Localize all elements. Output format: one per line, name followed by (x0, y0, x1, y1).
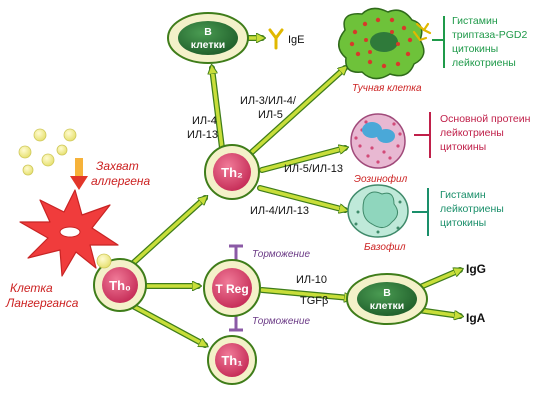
allergen-particle (22, 164, 34, 176)
arrow-bcells-to-igg (415, 267, 460, 291)
ige-antibody-icon (268, 28, 284, 50)
allergen-particle (63, 128, 77, 142)
arrows (128, 38, 460, 348)
treg-node: T Reg (203, 259, 261, 317)
allergen-particles (18, 128, 77, 176)
eosinophil-cell (350, 113, 406, 169)
arrow-bcells-to-iga (415, 307, 460, 316)
capture-arrow (70, 158, 88, 190)
il4-il13-label: ИЛ-4/ИЛ-13 (250, 205, 309, 217)
il3-il4-il5-label: ИЛ-3/ИЛ-4/ИЛ-5 (240, 95, 297, 121)
iga-label: IgA (466, 311, 486, 325)
th2-label: Th₂ (221, 165, 243, 180)
allergen-particle (41, 153, 55, 167)
th2-node: Th₂ (204, 144, 260, 200)
basophil-cell (347, 184, 409, 238)
il10-label: ИЛ-10 (296, 274, 327, 286)
allergen-particle (56, 144, 68, 156)
eosinophil-label: Эозинофил (354, 173, 408, 185)
th0-label: Th₀ (109, 278, 131, 293)
mast-cell-granules (349, 17, 413, 69)
mast-cell-label: Тучная клетка (352, 83, 422, 94)
arrow-treg-to-bcells (259, 287, 350, 298)
th1-label: Th₁ (221, 353, 242, 368)
mast-ige-receptor-icon (412, 22, 432, 42)
treg-label: T Reg (215, 282, 248, 296)
tgfb-label: TGFβ (300, 295, 328, 307)
th0-node: Th₀ (93, 253, 147, 312)
arrow-th0-to-th1 (128, 302, 205, 348)
il5-il13-label: ИЛ-5/ИЛ-13 (284, 163, 343, 175)
arrow-th2-to-basophil (257, 185, 345, 210)
eosinophil-mediators-bracket (414, 112, 431, 158)
arrow-th2-to-eosinophil (259, 148, 345, 173)
inhibition-top-label: Торможение (252, 249, 310, 260)
ige-label: IgE (288, 34, 305, 46)
basophil-mediators-bracket (412, 188, 429, 236)
mast-mediators-bracket (432, 16, 445, 68)
eosinophil-granules (354, 120, 402, 164)
allergen-particle (18, 145, 32, 159)
igg-label: IgG (466, 262, 486, 276)
mast-cell (338, 7, 432, 80)
arrow-th0-to-th2 (128, 198, 205, 268)
arrow-th2-to-mast (249, 68, 345, 155)
th1-node: Th₁ (207, 335, 257, 385)
basophil-granules (354, 200, 402, 234)
allergen-particle (33, 128, 47, 142)
basophil-label: Базофил (364, 241, 406, 253)
langerhans-cell (19, 189, 119, 277)
arrow-th2-to-bcells (212, 68, 225, 151)
inhibition-bottom-label: Торможение (252, 316, 310, 327)
